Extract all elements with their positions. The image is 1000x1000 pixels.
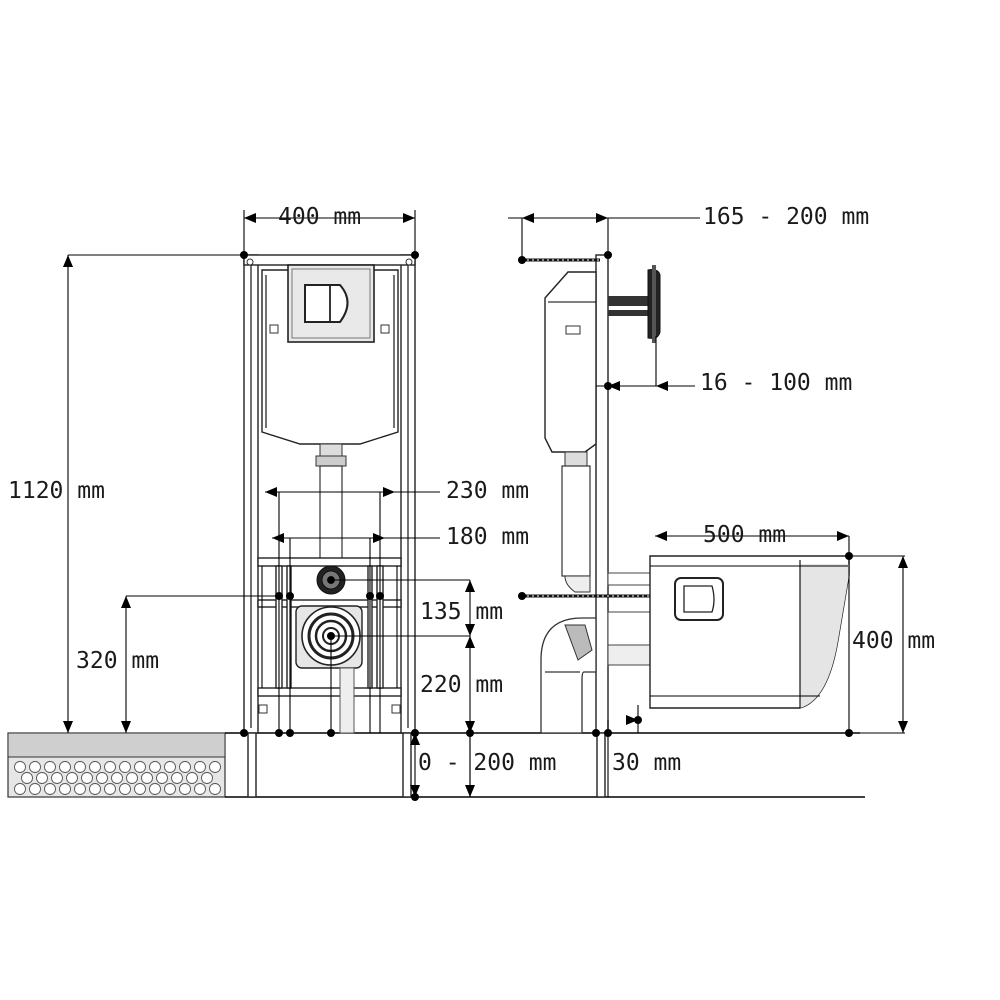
dimension-dot xyxy=(286,729,294,737)
dimension-dot xyxy=(327,576,335,584)
floor-hole xyxy=(44,783,56,795)
floor-hole xyxy=(44,761,56,773)
floor-hole xyxy=(111,772,123,784)
floor-hole xyxy=(119,761,131,773)
floor-hole xyxy=(14,783,26,795)
dimension-dot xyxy=(411,729,419,737)
floor-hole xyxy=(186,772,198,784)
floor-hole xyxy=(156,772,168,784)
floor-hole xyxy=(21,772,33,784)
label-bowl-height: 400 mm xyxy=(852,628,935,654)
label-frame-width: 400 mm xyxy=(278,204,361,230)
dimension-dots xyxy=(240,251,853,801)
dimension-dot xyxy=(240,729,248,737)
label-floor-adjust: 0 - 200 mm xyxy=(418,750,556,776)
floor-hole xyxy=(89,761,101,773)
label-flush-pipe-spacing: 230 mm xyxy=(446,478,529,504)
floor-hole xyxy=(59,761,71,773)
floor-hole xyxy=(179,761,191,773)
dimension-lines xyxy=(63,210,908,797)
dimension-dot xyxy=(845,552,853,560)
wall-hung-bowl xyxy=(649,555,850,709)
floor-hole xyxy=(66,772,78,784)
floor-hole xyxy=(179,783,191,795)
dimension-dot xyxy=(411,251,419,259)
floor-hole xyxy=(29,761,41,773)
floor-section xyxy=(7,732,865,798)
floor-hole xyxy=(59,783,71,795)
dimension-dot xyxy=(634,716,642,724)
floor-hole xyxy=(194,761,206,773)
floor-hole xyxy=(141,772,153,784)
floor-hole xyxy=(126,772,138,784)
label-frame-height: 1120 mm xyxy=(8,478,105,504)
floor-hole xyxy=(96,772,108,784)
label-drain-height-220: 220 mm xyxy=(420,672,503,698)
floor-hole xyxy=(36,772,48,784)
floor-hole xyxy=(149,783,161,795)
dimension-dot xyxy=(592,729,600,737)
floor-hole xyxy=(164,783,176,795)
floor-hole xyxy=(14,761,26,773)
label-inner-spacing: 180 mm xyxy=(446,524,529,550)
dimension-dot xyxy=(376,592,384,600)
side-frame xyxy=(522,254,661,798)
floor-hole xyxy=(194,783,206,795)
label-bolt-height: 320 mm xyxy=(76,648,159,674)
dimension-dot xyxy=(286,592,294,600)
dimension-labels: 400 mm 1120 mm 230 mm 180 mm 135 mm 220 … xyxy=(8,204,935,776)
dimension-dot xyxy=(240,251,248,259)
floor-hole xyxy=(201,772,213,784)
dimension-dot xyxy=(466,729,474,737)
floor-hole xyxy=(51,772,63,784)
floor-hole xyxy=(209,761,221,773)
front-frame xyxy=(243,254,416,798)
floor-hole xyxy=(104,761,116,773)
dimension-dot xyxy=(411,793,419,801)
dimension-dot xyxy=(327,729,335,737)
floor-hole xyxy=(104,783,116,795)
label-wall-depth: 165 - 200 mm xyxy=(703,204,869,230)
floor-hole xyxy=(164,761,176,773)
dimension-dot xyxy=(518,256,526,264)
dimension-dot xyxy=(327,632,335,640)
floor-hole xyxy=(209,783,221,795)
dimension-dot xyxy=(845,729,853,737)
dimension-dot xyxy=(518,592,526,600)
dimension-dot xyxy=(604,382,612,390)
label-plate-adjust: 16 - 100 mm xyxy=(700,370,852,396)
floor-hole xyxy=(119,783,131,795)
floor-hole xyxy=(134,783,146,795)
dimension-dot xyxy=(275,592,283,600)
floor-hole xyxy=(134,761,146,773)
floor-hole xyxy=(74,761,86,773)
dimension-dot xyxy=(604,729,612,737)
floor-hole xyxy=(81,772,93,784)
floor-hole xyxy=(29,783,41,795)
dimension-dot xyxy=(275,729,283,737)
floor-hole xyxy=(171,772,183,784)
label-bowl-length: 500 mm xyxy=(703,522,786,548)
floor-hole xyxy=(149,761,161,773)
floor-hole xyxy=(74,783,86,795)
dimension-dot xyxy=(366,592,374,600)
dimension-dot xyxy=(604,251,612,259)
label-offset-30: 30 mm xyxy=(612,750,681,776)
label-pipe-height-135: 135 mm xyxy=(420,599,503,625)
floor-hole xyxy=(89,783,101,795)
